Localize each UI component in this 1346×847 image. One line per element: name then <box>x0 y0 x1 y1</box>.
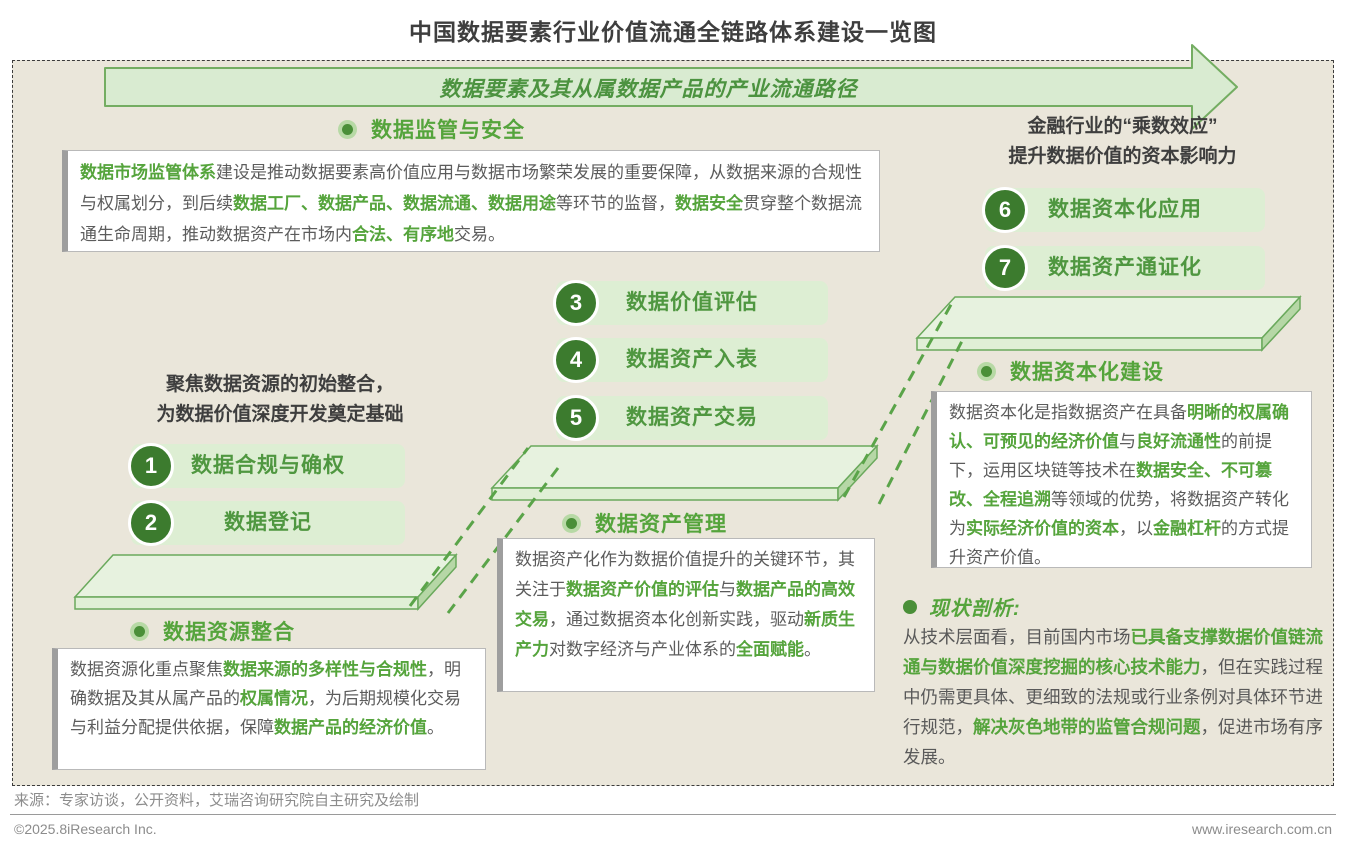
management-text-box: 数据资产化作为数据价值提升的关键环节，其关注于数据资产价值的评估与数据产品的高效… <box>497 538 875 692</box>
section-bullet-icon <box>338 119 357 139</box>
status-heading-label: 现状剖析: <box>929 598 1021 620</box>
integration-header-line1: 聚焦数据资源的初始整合， <box>165 374 394 395</box>
step-7-pill: 7 数据资产通证化 <box>982 245 1265 291</box>
status-analysis-heading: 现状剖析: <box>903 592 1021 621</box>
step-7-label: 数据资产通证化 <box>1048 256 1202 279</box>
step-2-number-badge: 2 <box>128 500 174 546</box>
status-bullet-icon <box>903 599 917 614</box>
step-7-number-badge: 7 <box>982 245 1028 291</box>
section-heading-label: 数据监管与安全 <box>371 119 525 142</box>
website-link[interactable]: www.iresearch.com.cn <box>1191 821 1332 837</box>
step-6-pill: 6 数据资本化应用 <box>982 187 1265 233</box>
step-2-pill: 2 数据登记 <box>128 500 405 546</box>
footer-divider <box>10 814 1336 815</box>
section-heading-label: 数据资产管理 <box>595 513 727 536</box>
integration-header-line2: 为数据价值深度开发奠定基础 <box>156 404 404 425</box>
step-3-pill: 3 数据价值评估 <box>553 280 828 326</box>
integration-text-box: 数据资源化重点聚焦数据来源的多样性与合规性，明确数据及其从属产品的权属情况，为后… <box>52 648 486 770</box>
step-2-label: 数据登记 <box>224 511 312 534</box>
step-1-pill: 1 数据合规与确权 <box>128 443 405 489</box>
step-1-number-badge: 1 <box>128 443 174 489</box>
integration-group-header: 聚焦数据资源的初始整合， 为数据价值深度开发奠定基础 <box>100 370 460 430</box>
flow-arrow-label: 数据要素及其从属数据产品的产业流通路径 <box>439 78 858 101</box>
finance-header-line1: 金融行业的“乘数效应” <box>1027 116 1218 137</box>
section-heading-capitalization: 数据资本化建设 <box>977 356 1164 386</box>
finance-header-line2: 提升数据价值的资本影响力 <box>1008 146 1237 167</box>
finance-group-header: 金融行业的“乘数效应” 提升数据价值的资本影响力 <box>950 112 1295 172</box>
step-6-number-badge: 6 <box>982 187 1028 233</box>
step-4-label: 数据资产入表 <box>626 348 758 371</box>
step-4-pill: 4 数据资产入表 <box>553 337 828 383</box>
section-heading-management: 数据资产管理 <box>562 508 727 538</box>
copyright-text: ©2025.8iResearch Inc. <box>14 821 157 837</box>
capitalization-text-box: 数据资本化是指数据资产在具备明晰的权属确认、可预见的经济价值与良好流通性的前提下… <box>931 391 1312 568</box>
page-title: 中国数据要素行业价值流通全链路体系建设一览图 <box>409 19 937 45</box>
source-note: 来源：专家访谈，公开资料，艾瑞咨询研究院自主研究及绘制 <box>14 792 420 809</box>
section-heading-label: 数据资源整合 <box>163 621 295 644</box>
section-heading-integration: 数据资源整合 <box>130 616 295 646</box>
section-heading-label: 数据资本化建设 <box>1010 361 1164 384</box>
section-bullet-icon <box>130 621 149 641</box>
step-6-label: 数据资本化应用 <box>1048 198 1202 221</box>
supervision-text-box: 数据市场监管体系建设是推动数据要素高价值应用与数据市场繁荣发展的重要保障，从数据… <box>62 150 880 252</box>
step-3-label: 数据价值评估 <box>626 291 758 314</box>
step-4-number-badge: 4 <box>553 337 599 383</box>
step-5-number-badge: 5 <box>553 395 599 441</box>
step-5-pill: 5 数据资产交易 <box>553 395 828 441</box>
section-bullet-icon <box>562 513 581 533</box>
section-bullet-icon <box>977 361 996 381</box>
step-5-label: 数据资产交易 <box>626 406 758 429</box>
status-analysis-text: 从技术层面看，目前国内市场已具备支撑数据价值链流通与数据价值深度挖掘的核心技术能… <box>903 627 1323 767</box>
step-3-number-badge: 3 <box>553 280 599 326</box>
step-1-label: 数据合规与确权 <box>191 454 345 477</box>
section-heading-supervision: 数据监管与安全 <box>338 114 525 144</box>
